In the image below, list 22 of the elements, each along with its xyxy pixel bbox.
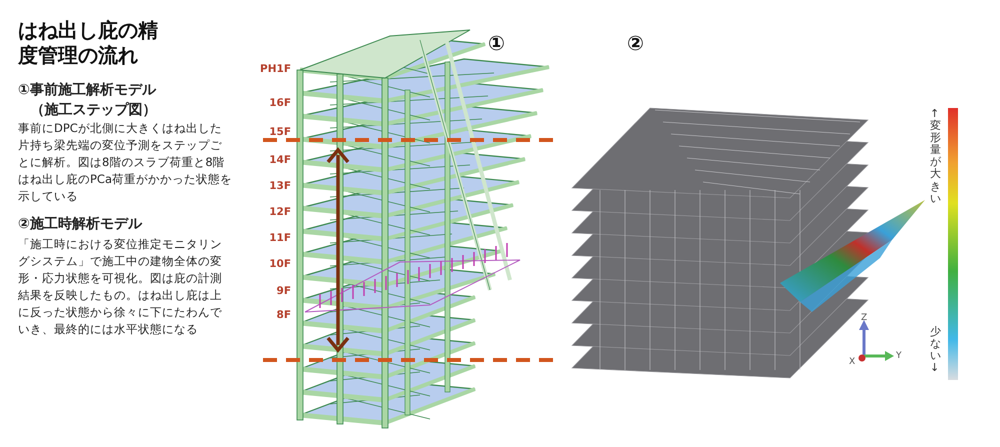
floor-label: 11F bbox=[268, 232, 291, 244]
floor-label: 10F bbox=[268, 258, 291, 270]
axis-letter: X bbox=[849, 357, 856, 367]
floor-label: 9F bbox=[276, 285, 291, 297]
scale-label: ↑変形量が大きい bbox=[930, 108, 941, 205]
panel-number: ② bbox=[627, 32, 644, 54]
floor-label: 12F bbox=[268, 206, 291, 218]
description-text: 「施工時における変位推定モニタリングシステム」で施工中の建物全体の変形・応力状態を可視化。図は庇の計測結果を反映したもの。はね出し庇は上に反った状態から徐々に下にたわんでいき、最終的には水平状態になる bbox=[18, 236, 223, 338]
scale-label: 少ない↓ bbox=[930, 326, 941, 374]
section-heading: ②施工時解析モデル bbox=[18, 215, 144, 234]
axis-letter: Z bbox=[861, 313, 868, 323]
floor-label: 8F bbox=[276, 309, 291, 321]
title: はね出し庇の精度管理の流れ bbox=[18, 18, 159, 68]
floor-label: 15F bbox=[268, 126, 291, 138]
floor-label: 13F bbox=[268, 180, 291, 192]
description-text: 事前にDPCが北側に大きくはね出した片持ち梁先端の変位予測をステップごとに解析。図は8階のスラブ荷重と8階はね出し庇のPCa荷重がかかった状態を示している bbox=[18, 120, 232, 205]
section-heading: ①事前施工解析モデル（施工ステップ図） bbox=[18, 81, 158, 120]
axis-letter: Y bbox=[896, 351, 902, 361]
panel-number: ① bbox=[488, 32, 505, 54]
floor-label: 16F bbox=[268, 97, 291, 109]
floor-label: PH1F bbox=[259, 63, 291, 75]
floor-label: 14F bbox=[268, 154, 291, 166]
